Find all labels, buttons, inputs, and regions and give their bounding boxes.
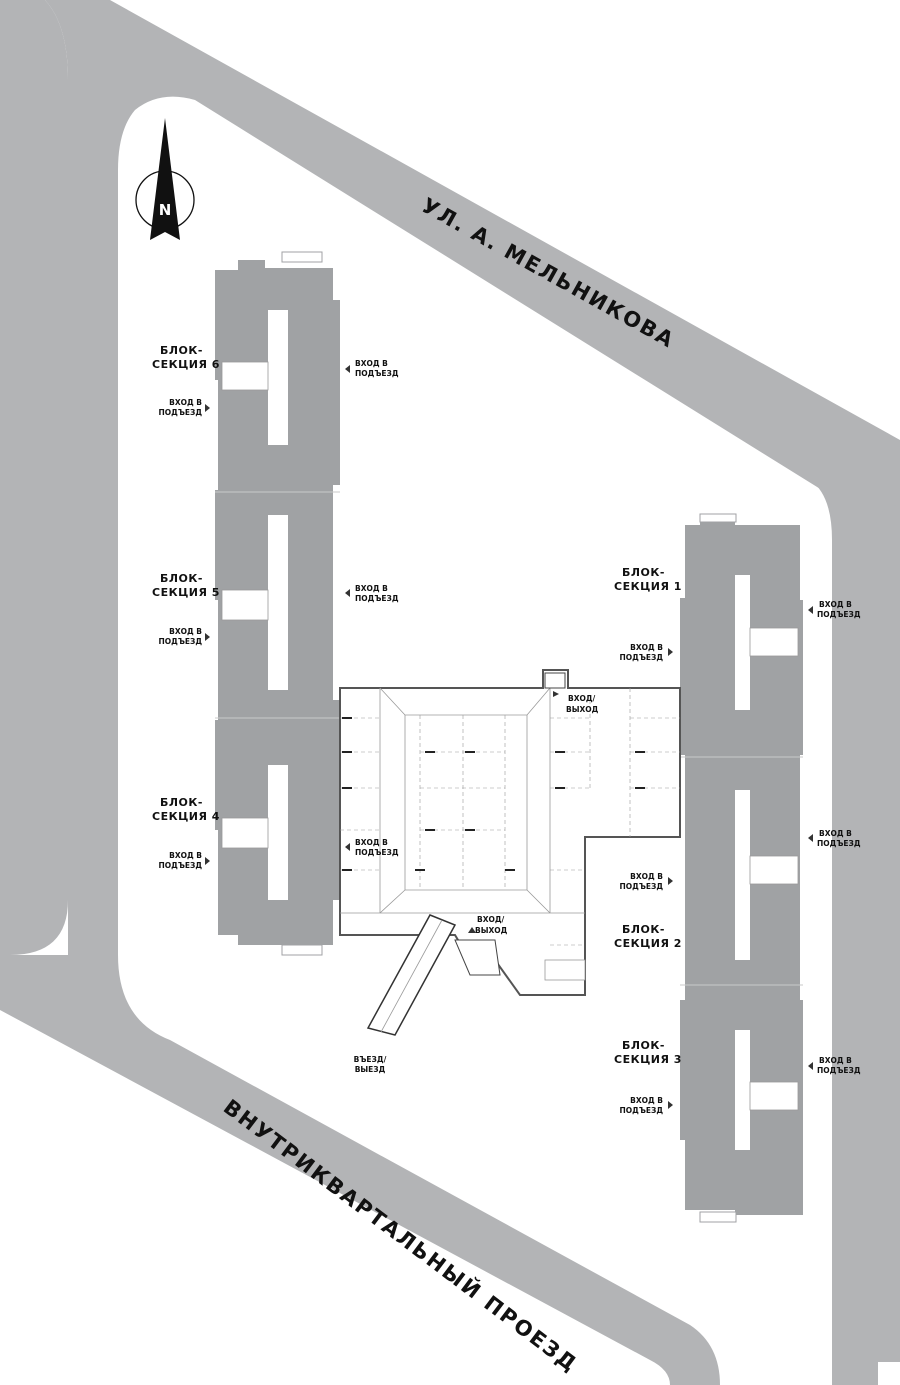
entry-arrow-icon	[205, 857, 210, 865]
block-label-6-line2: СЕКЦИЯ 6	[152, 358, 220, 371]
entry-arrow-icon	[808, 1062, 813, 1070]
stair-exit-north	[544, 672, 566, 689]
block-label-5-line1: БЛОК-	[160, 572, 203, 585]
entry-5-west: ВХОД В ПОДЪЕЗД	[158, 627, 210, 646]
entry-label-line2: ПОДЪЕЗД	[158, 637, 202, 646]
entry-3-west: ВХОД В ПОДЪЕЗД	[619, 1096, 673, 1115]
entry-6-west: ВХОД В ПОДЪЕЗД	[158, 398, 210, 417]
entry-arrow-icon	[345, 589, 350, 597]
entry-label-line2: ПОДЪЕЗД	[817, 610, 861, 619]
block-label-1-line1: БЛОК-	[622, 566, 665, 579]
parking-exit-south: ВХОД/ ВЫХОД	[468, 915, 508, 935]
exit-label-line1: ВХОД/	[568, 694, 596, 703]
entry-label-line2: ПОДЪЕЗД	[619, 653, 663, 662]
underground-parking	[339, 669, 681, 1036]
entry-arrow-icon	[668, 1101, 673, 1109]
stair-exit-south	[454, 939, 501, 976]
entry-arrow-icon	[205, 633, 210, 641]
street-label-melnikova: УЛ. А. МЕЛЬНИКОВА	[418, 193, 679, 352]
block-label-6: БЛОК- СЕКЦИЯ 6	[152, 344, 220, 371]
ramp-label-line2: ВЫЕЗД	[355, 1065, 386, 1074]
parking-ramp-label: ВЪЕЗД/ ВЫЕЗД	[354, 1055, 387, 1074]
entry-label-line1: ВХОД В	[819, 829, 852, 838]
block-label-1: БЛОК- СЕКЦИЯ 1	[614, 566, 682, 593]
exit-label-line2: ВЫХОД	[475, 926, 508, 935]
ramp-label-line1: ВЪЕЗД/	[354, 1055, 387, 1064]
entry-label-line2: ПОДЪЕЗД	[619, 882, 663, 891]
entry-arrow-icon	[808, 834, 813, 842]
entry-label-line2: ПОДЪЕЗД	[817, 839, 861, 848]
block-label-4-line2: СЕКЦИЯ 4	[152, 810, 220, 823]
entry-4-east: ВХОД В ПОДЪЕЗД	[345, 838, 399, 857]
entry-arrow-icon	[345, 365, 350, 373]
parking-ticks	[342, 717, 645, 871]
entry-6-east: ВХОД В ПОДЪЕЗД	[345, 359, 399, 378]
entry-4-west: ВХОД В ПОДЪЕЗД	[158, 851, 210, 870]
road-west-vertical	[0, 0, 68, 955]
exit-arrow-icon	[468, 927, 476, 933]
entry-label-line1: ВХОД В	[630, 872, 663, 881]
exit-arrow-icon	[553, 691, 559, 697]
block-label-3-line2: СЕКЦИЯ 3	[614, 1053, 682, 1066]
entry-5-east: ВХОД В ПОДЪЕЗД	[345, 584, 399, 603]
road-top-diagonal	[0, 0, 900, 955]
block-label-5-line2: СЕКЦИЯ 5	[152, 586, 220, 599]
compass-label: N	[159, 201, 172, 219]
street-label-inner-drive: ВНУТРИКВАРТАЛЬНЫЙ ПРОЕЗД	[219, 1094, 583, 1377]
entry-label-line1: ВХОД В	[169, 398, 202, 407]
building-west	[215, 251, 340, 956]
entry-label-line2: ПОДЪЕЗД	[619, 1106, 663, 1115]
entry-1-east: ВХОД В ПОДЪЕЗД	[808, 600, 861, 619]
entry-label-line1: ВХОД В	[169, 627, 202, 636]
entry-label-line2: ПОДЪЕЗД	[158, 861, 202, 870]
entry-label-line2: ПОДЪЕЗД	[355, 369, 399, 378]
entry-label-line1: ВХОД В	[819, 1056, 852, 1065]
entry-3-east: ВХОД В ПОДЪЕЗД	[808, 1056, 861, 1075]
exit-label-line1: ВХОД/	[477, 915, 505, 924]
entry-label-line1: ВХОД В	[355, 584, 388, 593]
road-east-edge	[873, 505, 900, 1385]
entry-arrow-icon	[205, 404, 210, 412]
block-label-2-line1: БЛОК-	[622, 923, 665, 936]
entry-label-line2: ПОДЪЕЗД	[158, 408, 202, 417]
entry-label-line2: ПОДЪЕЗД	[355, 594, 399, 603]
entry-2-east: ВХОД В ПОДЪЕЗД	[808, 829, 861, 848]
entry-arrow-icon	[668, 648, 673, 656]
block-label-6-line1: БЛОК-	[160, 344, 203, 357]
entry-label-line1: ВХОД В	[169, 851, 202, 860]
north-arrow-icon: N	[135, 118, 195, 240]
entry-1-west: ВХОД В ПОДЪЕЗД	[619, 643, 673, 662]
block-label-4-line1: БЛОК-	[160, 796, 203, 809]
entry-arrow-icon	[808, 606, 813, 614]
block-label-2: БЛОК- СЕКЦИЯ 2	[614, 923, 682, 950]
entry-label-line2: ПОДЪЕЗД	[355, 848, 399, 857]
block-label-5: БЛОК- СЕКЦИЯ 5	[152, 572, 220, 599]
block-label-4: БЛОК- СЕКЦИЯ 4	[152, 796, 220, 823]
exit-label-line2: ВЫХОД	[566, 705, 599, 714]
entry-label-line1: ВХОД В	[355, 838, 388, 847]
building-east	[680, 513, 803, 1223]
parking-ramp	[366, 914, 457, 1036]
block-label-2-line2: СЕКЦИЯ 2	[614, 937, 682, 950]
entry-arrow-icon	[668, 877, 673, 885]
entry-2-west: ВХОД В ПОДЪЕЗД	[619, 872, 673, 891]
parking-exit-north: ВХОД/ ВЫХОД	[553, 691, 599, 714]
block-label-1-line2: СЕКЦИЯ 1	[614, 580, 682, 593]
block-label-3: БЛОК- СЕКЦИЯ 3	[614, 1039, 682, 1066]
entry-label-line1: ВХОД В	[355, 359, 388, 368]
entry-label-line1: ВХОД В	[630, 1096, 663, 1105]
entry-label-line2: ПОДЪЕЗД	[817, 1066, 861, 1075]
road-sw-diagonal	[0, 955, 720, 1385]
entry-arrow-icon	[345, 843, 350, 851]
entry-label-line1: ВХОД В	[819, 600, 852, 609]
block-label-3-line1: БЛОК-	[622, 1039, 665, 1052]
entry-label-line1: ВХОД В	[630, 643, 663, 652]
east-road-notch	[878, 1362, 900, 1385]
